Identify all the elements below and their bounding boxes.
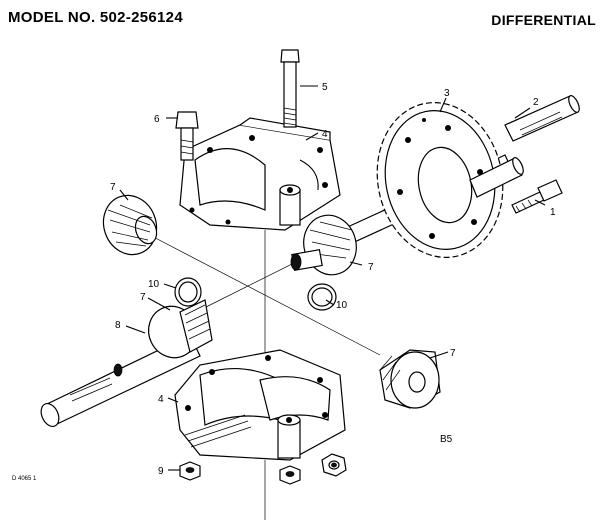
bevel-gear-lower-right bbox=[379, 349, 441, 409]
nut-9 bbox=[179, 461, 201, 481]
shaft-hub bbox=[469, 157, 524, 198]
callout-6: 6 bbox=[154, 114, 160, 125]
callout-1: 1 bbox=[550, 207, 556, 218]
sprocket-gear bbox=[376, 102, 504, 258]
callout-3: 3 bbox=[444, 88, 450, 99]
model-number: MODEL NO. 502-256124 bbox=[8, 9, 183, 26]
upper-housing bbox=[179, 117, 341, 231]
callout-9: 9 bbox=[158, 466, 164, 477]
bevel-gear-left bbox=[102, 194, 158, 256]
callout-2: 2 bbox=[533, 97, 539, 108]
leader-lines bbox=[119, 85, 546, 471]
section-title: DIFFERENTIAL bbox=[491, 12, 596, 28]
bevel-gear-center bbox=[290, 214, 357, 276]
nut-center bbox=[279, 465, 301, 485]
lower-housing bbox=[174, 349, 346, 461]
callout-8: 8 bbox=[115, 320, 121, 331]
callout-10-left: 10 bbox=[148, 279, 160, 290]
nut-right bbox=[321, 453, 347, 477]
thrust-washer-left bbox=[174, 277, 202, 307]
drawing-number: D 4065 1 bbox=[12, 476, 37, 482]
bolt-1 bbox=[511, 179, 563, 214]
bolt-6 bbox=[175, 111, 199, 161]
figure-code: B5 bbox=[440, 434, 453, 445]
callout-7-center: 7 bbox=[368, 262, 374, 273]
axle-shaft-lower bbox=[40, 299, 213, 427]
callout-4-upper: 4 bbox=[322, 129, 328, 140]
callout-4-lower: 4 bbox=[158, 394, 164, 405]
callout-10-right: 10 bbox=[336, 300, 348, 311]
callout-5: 5 bbox=[322, 82, 328, 93]
long-bolt-5 bbox=[280, 49, 300, 128]
thrust-washer-right bbox=[307, 283, 337, 311]
callout-labels: 1 2 3 4 5 6 7 7 10 7 10 8 7 4 9 B5 D 406… bbox=[12, 82, 556, 482]
callout-7-shaft: 7 bbox=[140, 292, 146, 303]
callout-7-lower-right: 7 bbox=[450, 348, 456, 359]
callout-7-left: 7 bbox=[110, 182, 116, 193]
